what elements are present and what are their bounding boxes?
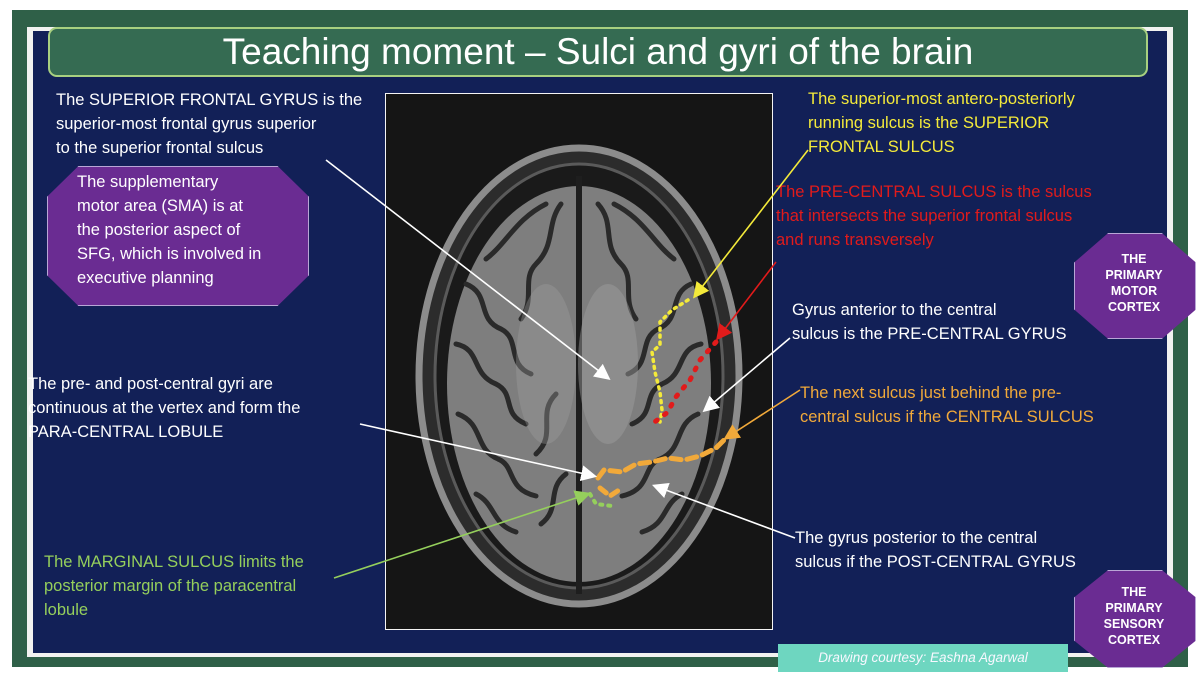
sma-label: The supplementary motor area (SMA) is at…	[77, 173, 262, 287]
mri-image-panel	[385, 93, 773, 630]
primary-motor-cortex-badge	[1074, 233, 1196, 339]
central-sulcus-arrow	[723, 389, 801, 440]
precentral-sulcus-tracing	[649, 339, 719, 427]
primary-motor-cortex-label: THE PRIMARY MOTOR CORTEX	[1105, 252, 1163, 314]
postcentral-gyrus-arrow	[652, 482, 796, 539]
postcentral-gyrus-label: The gyrus posterior to the central sulcu…	[795, 529, 1076, 571]
drawing-courtesy-credit: Drawing courtesy: Eashna Agarwal	[778, 644, 1068, 672]
superior-frontal-sulcus-tracing	[650, 298, 690, 424]
paracentral-lobule-label: The pre- and post-central gyri are conti…	[28, 375, 301, 441]
precentral-sulcus-label: The PRE-CENTRAL SULCUS is the sulcus tha…	[776, 183, 1092, 249]
superior-frontal-sulcus-arrow	[693, 149, 809, 299]
paracentral-lobule-arrow	[359, 423, 598, 482]
superior-frontal-gyrus-arrow	[325, 159, 611, 380]
title-bar	[48, 27, 1148, 77]
marginal-sulcus-tracing	[588, 492, 614, 508]
central-sulcus-tracing-medial	[597, 485, 625, 500]
sma-octagon	[47, 166, 309, 306]
superior-frontal-sulcus-label: The superior-most antero-posteriorly run…	[808, 90, 1075, 156]
primary-sensory-cortex-label: THE PRIMARY SENSORY CORTEX	[1103, 585, 1165, 647]
precentral-sulcus-arrow	[716, 261, 777, 341]
slide-title: Teaching moment – Sulci and gyri of the …	[222, 31, 974, 72]
superior-frontal-gyrus-label: The SUPERIOR FRONTAL GYRUS is the superi…	[56, 91, 363, 157]
precentral-gyrus-arrow	[702, 337, 791, 413]
central-sulcus-label: The next sulcus just behind the pre- cen…	[800, 384, 1094, 426]
precentral-gyrus-label: Gyrus anterior to the central sulcus is …	[792, 301, 1067, 343]
primary-sensory-cortex-badge	[1074, 570, 1196, 668]
marginal-sulcus-arrow	[333, 490, 592, 579]
central-sulcus-tracing	[595, 437, 727, 481]
marginal-sulcus-label: The MARGINAL SULCUS limits the posterior…	[44, 553, 304, 619]
